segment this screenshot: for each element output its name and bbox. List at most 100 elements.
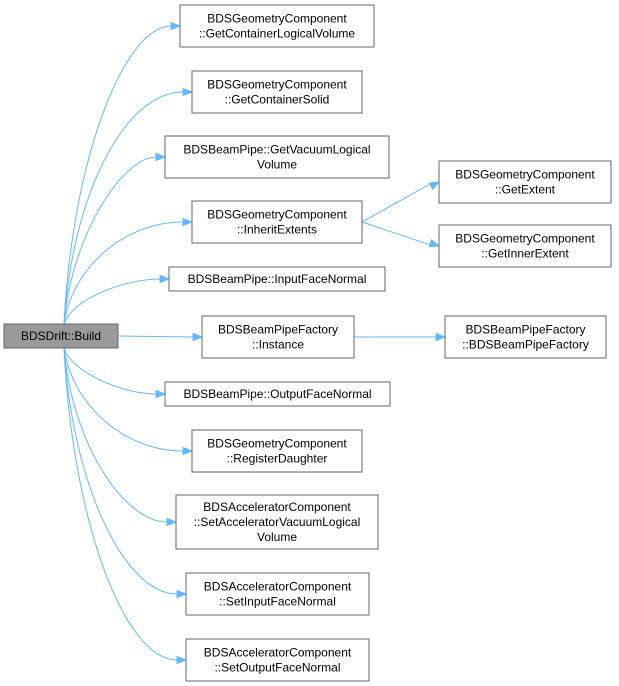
node-label-line: BDSGeometryComponent: [207, 78, 347, 92]
node-label-line: BDSBeamPipeFactory: [465, 323, 585, 337]
node-box: [191, 429, 363, 473]
nodes-layer: BDSDrift::BuildBDSGeometryComponent::Get…: [3, 4, 612, 682]
edge-build-to-output-face-normal: [63, 347, 167, 399]
node-label-line: BDSGeometryComponent: [455, 168, 595, 182]
node-box: [185, 638, 370, 682]
node-set-output-face-normal[interactable]: BDSAcceleratorComponent::SetOutputFaceNo…: [185, 638, 370, 682]
node-label-line: ::BDSBeamPipeFactory: [462, 338, 589, 352]
node-label-line: BDSDrift::Build: [21, 329, 101, 343]
node-label-line: ::GetContainerLogicalVolume: [199, 27, 355, 41]
node-label-line: BDSBeamPipe::GetVacuumLogical: [183, 143, 370, 157]
node-box: [3, 323, 119, 349]
node-label-line: BDSGeometryComponent: [207, 12, 347, 26]
node-label-line: Volume: [257, 158, 297, 172]
node-instance[interactable]: BDSBeamPipeFactory::Instance: [201, 315, 355, 359]
edge-line: [63, 347, 178, 595]
arrow-head: [182, 446, 194, 456]
node-box: [438, 224, 612, 268]
node-label-line: BDSBeamPipe::OutputFaceNormal: [183, 387, 371, 401]
edge-inherit-extents-to-get-extent: [361, 181, 441, 223]
edge-build-to-set-input-face-normal: [63, 347, 188, 599]
arrow-head: [155, 389, 167, 399]
node-box: [438, 160, 612, 204]
node-box: [164, 381, 391, 407]
node-label-line: BDSBeamPipe::InputFaceNormal: [188, 272, 367, 286]
node-label-line: BDSGeometryComponent: [207, 208, 347, 222]
edge-line: [63, 25, 172, 325]
node-label-line: ::SetOutputFaceNormal: [214, 661, 340, 675]
edge-build-to-set-output-face-normal: [63, 347, 188, 665]
node-build[interactable]: BDSDrift::Build: [3, 323, 119, 349]
node-label-line: ::SetAcceleratorVacuumLogical: [194, 515, 361, 529]
edge-build-to-register-daughter: [63, 347, 194, 456]
node-box: [191, 200, 363, 244]
edge-line: [63, 221, 184, 325]
node-label-line: ::GetInnerExtent: [481, 247, 569, 261]
node-label-line: ::SetInputFaceNormal: [219, 595, 336, 609]
arrow-head: [155, 152, 167, 162]
edge-line: [361, 221, 431, 246]
arrow-head: [428, 239, 441, 248]
edge-inherit-extents-to-get-inner-extent: [361, 221, 441, 248]
edge-instance-to-beam-pipe-factory-ctor: [354, 332, 447, 342]
arrow-head: [170, 21, 182, 31]
node-label-line: ::InheritExtents: [237, 223, 317, 237]
node-box: [191, 70, 363, 114]
node-label-line: BDSBeamPipeFactory: [218, 323, 338, 337]
arrow-head: [176, 589, 188, 599]
arrow-head: [435, 332, 447, 342]
arrow-head: [159, 274, 171, 284]
edge-line: [117, 335, 194, 338]
node-label-line: ::GetContainerSolid: [225, 93, 330, 107]
edge-line: [63, 347, 184, 452]
node-label-line: ::GetExtent: [495, 183, 556, 197]
edge-line: [63, 278, 161, 325]
node-get-container-logical-volume[interactable]: BDSGeometryComponent::GetContainerLogica…: [179, 4, 375, 48]
node-box: [201, 315, 355, 359]
arrow-head: [192, 332, 204, 342]
arrow-head: [166, 517, 178, 527]
node-box: [185, 572, 370, 616]
edge-line: [63, 347, 157, 395]
node-register-daughter[interactable]: BDSGeometryComponent::RegisterDaughter: [191, 429, 363, 473]
node-get-extent[interactable]: BDSGeometryComponent::GetExtent: [438, 160, 612, 204]
edge-build-to-get-container-logical-volume: [63, 21, 182, 325]
node-label-line: BDSAcceleratorComponent: [204, 580, 352, 594]
edges-layer: [63, 21, 447, 665]
node-label-line: ::RegisterDaughter: [227, 452, 328, 466]
node-inherit-extents[interactable]: BDSGeometryComponent::InheritExtents: [191, 200, 363, 244]
node-label-line: BDSGeometryComponent: [207, 437, 347, 451]
node-set-accelerator-vacuum-logical-volume[interactable]: BDSAcceleratorComponent::SetAcceleratorV…: [175, 494, 379, 550]
edge-build-to-set-accelerator-vacuum-logical-volume: [63, 347, 178, 527]
node-get-container-solid[interactable]: BDSGeometryComponent::GetContainerSolid: [191, 70, 363, 114]
node-box: [164, 135, 390, 179]
node-input-face-normal[interactable]: BDSBeamPipe::InputFaceNormal: [168, 266, 386, 292]
node-get-inner-extent[interactable]: BDSGeometryComponent::GetInnerExtent: [438, 224, 612, 268]
node-label-line: Volume: [257, 530, 297, 544]
node-output-face-normal[interactable]: BDSBeamPipe::OutputFaceNormal: [164, 381, 391, 407]
node-box: [175, 494, 379, 550]
arrow-head: [428, 181, 441, 191]
node-box: [168, 266, 386, 292]
edge-build-to-input-face-normal: [63, 274, 171, 325]
arrow-head: [182, 87, 194, 97]
node-set-input-face-normal[interactable]: BDSAcceleratorComponent::SetInputFaceNor…: [185, 572, 370, 616]
node-beam-pipe-factory-ctor[interactable]: BDSBeamPipeFactory::BDSBeamPipeFactory: [444, 315, 607, 359]
edge-build-to-instance: [117, 332, 204, 342]
node-box: [179, 4, 375, 48]
node-label-line: ::Instance: [252, 338, 304, 352]
edge-line: [63, 347, 178, 661]
edge-build-to-inherit-extents: [63, 217, 194, 325]
edge-line: [63, 91, 184, 325]
node-label-line: BDSGeometryComponent: [455, 232, 595, 246]
arrow-head: [176, 655, 188, 665]
edge-line: [63, 156, 157, 325]
node-label-line: BDSAcceleratorComponent: [204, 646, 352, 660]
edge-line: [63, 347, 168, 523]
arrow-head: [182, 217, 194, 227]
edge-build-to-get-container-solid: [63, 87, 194, 325]
edge-line: [361, 183, 431, 223]
node-box: [444, 315, 607, 359]
